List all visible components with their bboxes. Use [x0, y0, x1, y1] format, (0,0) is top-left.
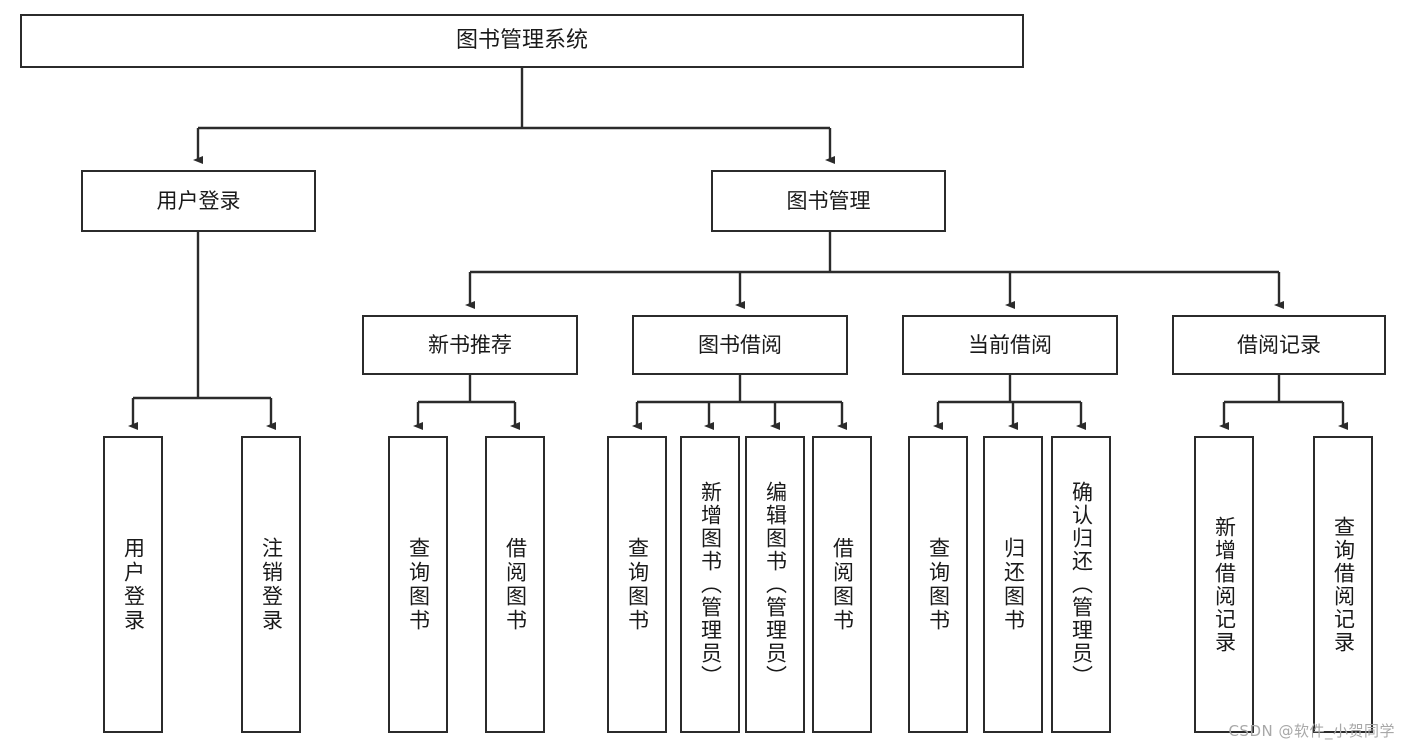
node-leaf-confirm-return[interactable]: 确认归还（管理员） — [1051, 436, 1111, 733]
node-label: 查询图书 — [406, 536, 431, 633]
node-leaf-return-book[interactable]: 归还图书 — [983, 436, 1043, 733]
node-label: 编辑图书（管理员） — [763, 481, 788, 688]
node-label: 用户登录 — [121, 536, 146, 633]
node-label: 借阅图书 — [503, 536, 528, 633]
node-label: 新增图书（管理员） — [698, 481, 723, 688]
node-leaf-add-book[interactable]: 新增图书（管理员） — [680, 436, 740, 733]
node-leaf-query-book-3[interactable]: 查询图书 — [908, 436, 968, 733]
node-book-manage[interactable]: 图书管理 — [711, 170, 946, 232]
node-label: 新书推荐 — [428, 332, 512, 357]
node-label: 当前借阅 — [968, 332, 1052, 357]
node-label: 确认归还（管理员） — [1069, 481, 1094, 688]
node-label: 借阅图书 — [830, 536, 855, 633]
node-label: 查询图书 — [926, 536, 951, 633]
node-leaf-logout[interactable]: 注销登录 — [241, 436, 301, 733]
node-root-system[interactable]: 图书管理系统 — [20, 14, 1024, 68]
node-label: 图书管理系统 — [455, 28, 588, 54]
node-leaf-query-book-1[interactable]: 查询图书 — [388, 436, 448, 733]
node-leaf-edit-book[interactable]: 编辑图书（管理员） — [745, 436, 805, 733]
node-label: 借阅记录 — [1237, 332, 1321, 357]
node-label: 新增借阅记录 — [1212, 515, 1237, 654]
node-borrow-record[interactable]: 借阅记录 — [1172, 315, 1386, 375]
node-leaf-query-record[interactable]: 查询借阅记录 — [1313, 436, 1373, 733]
node-label: 图书借阅 — [698, 332, 782, 357]
node-user-login[interactable]: 用户登录 — [81, 170, 316, 232]
node-leaf-borrow-book-1[interactable]: 借阅图书 — [485, 436, 545, 733]
node-label: 查询图书 — [625, 536, 650, 633]
node-label: 注销登录 — [259, 536, 284, 633]
node-label: 归还图书 — [1001, 536, 1026, 633]
node-leaf-borrow-book-2[interactable]: 借阅图书 — [812, 436, 872, 733]
node-current-borrow[interactable]: 当前借阅 — [902, 315, 1118, 375]
node-label: 用户登录 — [156, 188, 241, 213]
node-book-borrow[interactable]: 图书借阅 — [632, 315, 848, 375]
node-leaf-add-record[interactable]: 新增借阅记录 — [1194, 436, 1254, 733]
node-leaf-user-login[interactable]: 用户登录 — [103, 436, 163, 733]
node-new-book-rec[interactable]: 新书推荐 — [362, 315, 578, 375]
node-label: 图书管理 — [786, 188, 871, 213]
node-leaf-query-book-2[interactable]: 查询图书 — [607, 436, 667, 733]
node-label: 查询借阅记录 — [1331, 515, 1356, 654]
